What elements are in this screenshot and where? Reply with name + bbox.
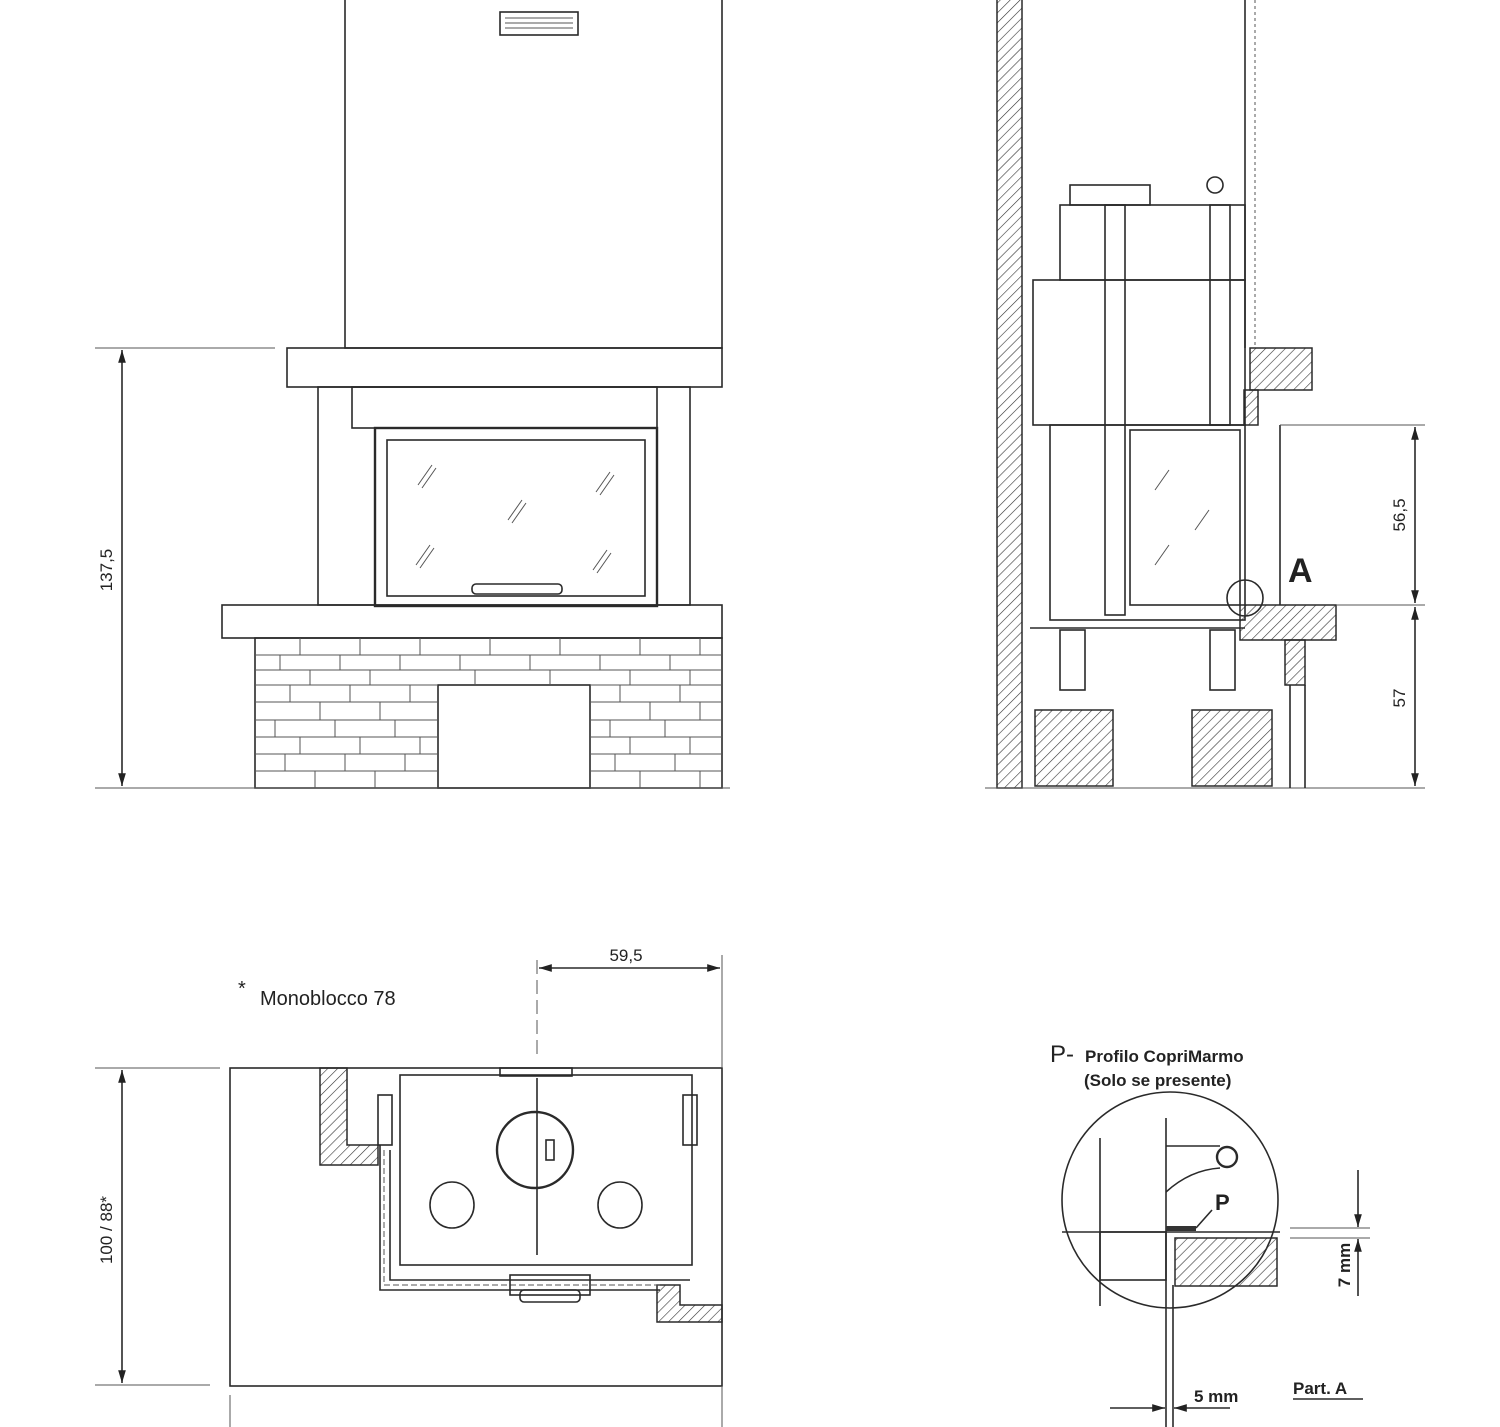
detail-circle <box>1061 1091 1279 1309</box>
brick-base <box>254 637 723 789</box>
detail-title-prefix: P- <box>1050 1041 1074 1068</box>
width-dimension-label: 59,5 <box>609 946 642 965</box>
hearth <box>221 604 723 639</box>
left-wall-section <box>319 1067 379 1166</box>
depth-dimension-label: 100 / 88* <box>97 1196 116 1264</box>
detail-subtitle: (Solo se presente) <box>1084 1071 1231 1090</box>
plan-view: * Monoblocco 78 59,5 100 / 88* <box>95 946 723 1427</box>
detail-caption: Part. A <box>1293 1379 1347 1398</box>
detail-a-circle <box>1226 579 1264 617</box>
detail-title: Profilo CopriMarmo <box>1085 1047 1244 1066</box>
air-inlet-left <box>429 1181 475 1229</box>
side-view: A 56,5 57 <box>985 0 1425 789</box>
monoblocco-note: Monoblocco 78 <box>260 988 396 1010</box>
room-outline <box>229 1067 723 1387</box>
right-wall-section <box>656 1284 723 1323</box>
profile-marker: P <box>1215 1190 1230 1215</box>
gap-dimension-label: 5 mm <box>1194 1387 1238 1406</box>
glass-reflection-marks <box>415 464 615 574</box>
foot-right <box>1191 709 1273 787</box>
note-asterisk: * <box>238 978 246 1000</box>
fireplace-surround <box>317 386 691 606</box>
back-wall <box>996 0 1023 789</box>
detail-a-marker: A <box>1288 552 1313 590</box>
marble-section <box>1174 1237 1278 1287</box>
mantel-shelf <box>286 347 723 388</box>
profile-height-label: 7 mm <box>1335 1243 1354 1287</box>
firebox-frame <box>373 426 659 608</box>
foot-left <box>1034 709 1114 787</box>
door-handle <box>471 583 563 595</box>
lintel <box>351 386 658 429</box>
stove-plan <box>377 1067 698 1303</box>
height-dimension: 137,5 <box>95 347 730 789</box>
detail-pipe <box>1215 1145 1239 1169</box>
detail-a: P- Profilo CopriMarmo (Solo se presente)… <box>1050 1041 1370 1427</box>
side-dimensions: 56,5 57 <box>1280 424 1425 786</box>
glass-door <box>386 439 646 597</box>
air-inlet-right <box>597 1181 643 1229</box>
front-view: 137,5 <box>95 0 730 789</box>
shelf-section <box>1249 347 1313 391</box>
side-glass <box>1129 429 1241 606</box>
hearth-section <box>1239 604 1337 641</box>
lower-dimension-label: 57 <box>1390 689 1409 708</box>
stove-body <box>1030 176 1273 787</box>
height-label: 137,5 <box>97 549 116 592</box>
flue-outlet <box>495 1110 575 1190</box>
chimney-hood <box>344 0 723 349</box>
vent-grille <box>499 11 579 36</box>
upper-dimension-label: 56,5 <box>1390 498 1409 531</box>
